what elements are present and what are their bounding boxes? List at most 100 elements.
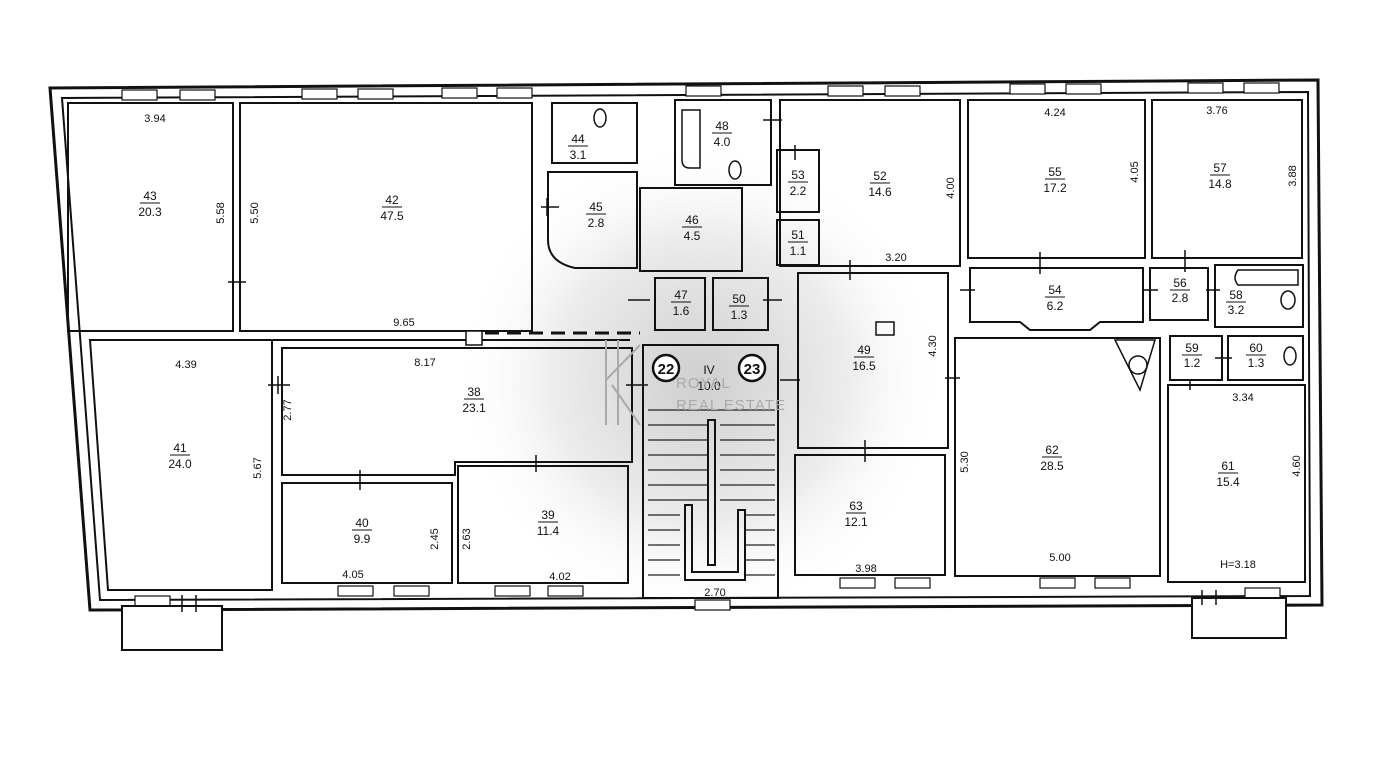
doors xyxy=(181,119,1232,612)
room-39-area: 11.4 xyxy=(537,524,560,538)
dim-4-30: 4.30 xyxy=(927,335,939,356)
room-63-area: 12.1 xyxy=(844,515,868,529)
room-52-number: 52 xyxy=(873,169,887,183)
room-51-number: 51 xyxy=(791,228,805,242)
level-marker-22 xyxy=(651,353,681,383)
dim-3-94: 3.94 xyxy=(144,113,165,125)
dim-4-05-bottom: 4.05 xyxy=(342,569,363,581)
watermark-logo-icon xyxy=(605,340,641,426)
room-60-number: 60 xyxy=(1249,341,1263,355)
watermark-line-1: ROYAL xyxy=(676,375,731,392)
room-60-area: 1.3 xyxy=(1248,356,1265,370)
room-54-number: 54 xyxy=(1048,283,1062,297)
room-44-number: 44 xyxy=(571,132,585,146)
room-40-number: 40 xyxy=(355,516,369,530)
dim-4-00: 4.00 xyxy=(945,177,957,198)
porch-left xyxy=(121,605,223,651)
room-53-number: 53 xyxy=(791,168,805,182)
dim-4-05-right: 4.05 xyxy=(1129,161,1141,182)
dim-3-88: 3.88 xyxy=(1287,165,1299,186)
watermark-line-2: REAL ESTATE xyxy=(676,397,786,414)
room-38-area: 23.1 xyxy=(462,401,486,415)
room-62-number: 62 xyxy=(1045,443,1059,457)
column xyxy=(465,330,483,346)
room-41-area: 24.0 xyxy=(168,457,192,471)
dim-3-20: 3.20 xyxy=(885,252,906,264)
dim-3-98: 3.98 xyxy=(855,563,876,575)
room-42-number: 42 xyxy=(385,193,399,207)
room-42-area: 47.5 xyxy=(380,209,404,223)
dim-4-24: 4.24 xyxy=(1044,107,1065,119)
room-55-area: 17.2 xyxy=(1043,181,1067,195)
level-marker-23-label: 23 xyxy=(744,361,761,378)
room-52-area: 14.6 xyxy=(868,185,892,199)
watermark-glow xyxy=(455,140,945,620)
stair-area: 10.0 xyxy=(697,379,721,393)
dim-2-77: 2.77 xyxy=(282,399,294,420)
room-56-area: 2.8 xyxy=(1172,291,1189,305)
room-43-number: 43 xyxy=(143,189,157,203)
room-59-area: 1.2 xyxy=(1184,356,1201,370)
dim-2-45: 2.45 xyxy=(429,528,441,549)
dim-4-39: 4.39 xyxy=(175,359,196,371)
room-45-number: 45 xyxy=(589,200,603,214)
room-61-number: 61 xyxy=(1221,459,1235,473)
room-51-area: 1.1 xyxy=(790,244,807,258)
dim-5-58: 5.58 xyxy=(215,202,227,223)
dim-5-30: 5.30 xyxy=(959,451,971,472)
level-marker-22-label: 22 xyxy=(658,361,675,378)
stair-number: IV xyxy=(703,363,714,377)
dim-ceiling-height: H=3.18 xyxy=(1220,559,1256,571)
room-49-number: 49 xyxy=(857,343,871,357)
dim-3-76: 3.76 xyxy=(1206,105,1227,117)
fixtures xyxy=(593,108,1299,393)
room-labels: 43 20.3 42 47.5 44 3.1 45 2.8 46 4.5 47 … xyxy=(138,119,1264,546)
room-46-number: 46 xyxy=(685,213,699,227)
room-50-number: 50 xyxy=(732,292,746,306)
room-56-number: 56 xyxy=(1173,276,1187,290)
room-57-area: 14.8 xyxy=(1208,177,1232,191)
room-61-area: 15.4 xyxy=(1216,475,1240,489)
room-44-area: 3.1 xyxy=(570,148,587,162)
label-underlines xyxy=(140,132,1266,531)
dim-5-67: 5.67 xyxy=(252,457,264,478)
room-48-number: 48 xyxy=(715,119,729,133)
dim-9-65: 9.65 xyxy=(393,317,414,329)
dim-4-60: 4.60 xyxy=(1291,455,1303,476)
room-41-number: 41 xyxy=(173,441,187,455)
room-55-number: 55 xyxy=(1048,165,1062,179)
porch-right xyxy=(1191,597,1287,639)
dim-3-34: 3.34 xyxy=(1232,392,1253,404)
room-40-area: 9.9 xyxy=(354,532,371,546)
room-63-number: 63 xyxy=(849,499,863,513)
room-46-area: 4.5 xyxy=(684,229,701,243)
room-47-area: 1.6 xyxy=(673,304,690,318)
room-58-area: 3.2 xyxy=(1228,303,1245,317)
dim-5-00: 5.00 xyxy=(1049,552,1070,564)
room-45-area: 2.8 xyxy=(588,216,605,230)
dim-8-17: 8.17 xyxy=(414,357,435,369)
dim-2-70: 2.70 xyxy=(704,587,725,599)
dim-4-02: 4.02 xyxy=(549,571,570,583)
room-49-area: 16.5 xyxy=(852,359,876,373)
staircase xyxy=(648,409,775,581)
dimension-labels: 3.94 5.58 5.50 9.65 4.39 8.17 2.77 5.67 … xyxy=(144,105,1303,599)
room-62-area: 28.5 xyxy=(1040,459,1064,473)
room-43-area: 20.3 xyxy=(138,205,162,219)
room-50-area: 1.3 xyxy=(731,308,748,322)
watermark: ROYAL REAL ESTATE xyxy=(605,340,786,426)
dim-5-50: 5.50 xyxy=(249,202,261,223)
room-38-number: 38 xyxy=(467,385,481,399)
level-marker-23 xyxy=(737,353,767,383)
room-48-area: 4.0 xyxy=(714,135,731,149)
room-47-number: 47 xyxy=(674,288,688,302)
room-54-area: 6.2 xyxy=(1047,299,1064,313)
room-59-number: 59 xyxy=(1185,341,1199,355)
room-39-number: 39 xyxy=(541,508,555,522)
room-walls xyxy=(67,99,1306,599)
room-53-area: 2.2 xyxy=(790,184,807,198)
room-58-number: 58 xyxy=(1229,288,1243,302)
outer-wall xyxy=(48,78,1324,612)
dim-2-63: 2.63 xyxy=(461,528,473,549)
